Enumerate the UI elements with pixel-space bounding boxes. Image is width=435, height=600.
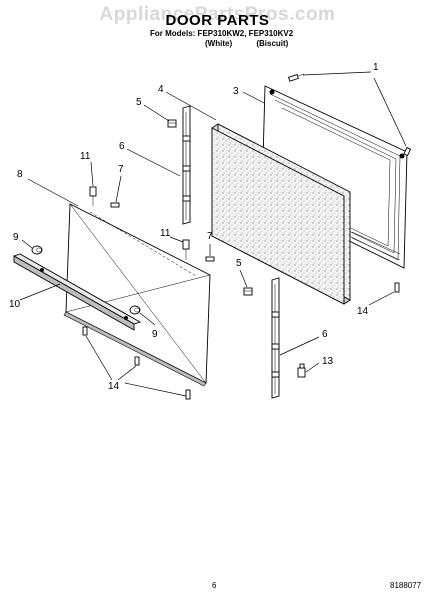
color-biscuit: (Biscuit): [256, 39, 289, 48]
screw-7a: [110, 202, 120, 208]
model-numbers: For Models: FEP310KW2, FEP310KV2: [150, 29, 294, 38]
door-hinge-channel-right: [271, 277, 280, 399]
callout-5-lower: 5: [236, 258, 242, 269]
watermark: AppliancePartsPros.com: [99, 4, 336, 25]
door-hinge-channel-left: [182, 105, 191, 225]
outer-door-panel: [63, 203, 211, 387]
callout-5-upper: 5: [136, 97, 142, 108]
clip-13: [297, 363, 306, 378]
door-screw-1b: [403, 146, 412, 157]
callout-13: 13: [322, 356, 334, 367]
grommet-9a: [31, 245, 43, 255]
callout-14-right: 14: [357, 306, 369, 317]
callout-6-upper: 6: [119, 141, 125, 152]
hinge-clip-5a: [167, 119, 177, 128]
screw-14b: [134, 356, 140, 366]
hinge-screw-11b: [182, 239, 190, 260]
color-variants: (White) (Biscuit): [205, 39, 310, 48]
callout-10: 10: [9, 299, 21, 310]
document-number: 8188077: [390, 581, 422, 590]
callout-7-left: 7: [118, 164, 124, 175]
door-insulation: [211, 123, 351, 305]
callout-3: 3: [233, 86, 239, 97]
callout-14-left: 14: [108, 381, 120, 392]
screw-14a: [82, 326, 88, 336]
screw-14d: [394, 282, 400, 293]
callout-9-right: 9: [152, 329, 158, 340]
page-title: DOOR PARTS: [165, 12, 270, 29]
callout-6-lower: 6: [322, 329, 328, 340]
callout-1: 1: [373, 62, 379, 73]
callout-7-right: 7: [207, 231, 213, 242]
screw-7b: [205, 256, 215, 262]
door-screw-1a: [288, 73, 305, 82]
leader-lines: [19, 71, 407, 397]
callout-11-right: 11: [160, 228, 171, 239]
hinge-clip-5b: [243, 287, 253, 296]
color-white: (White): [205, 39, 233, 48]
callout-8: 8: [17, 169, 23, 180]
callout-9-left: 9: [13, 232, 19, 243]
door-handle: [12, 253, 142, 331]
grommet-9b: [129, 305, 141, 315]
page-number: 6: [212, 581, 217, 590]
hinge-screw-11a: [89, 186, 97, 206]
screw-14c: [185, 389, 191, 400]
callout-4: 4: [158, 84, 164, 95]
callout-11-left: 11: [80, 151, 91, 162]
